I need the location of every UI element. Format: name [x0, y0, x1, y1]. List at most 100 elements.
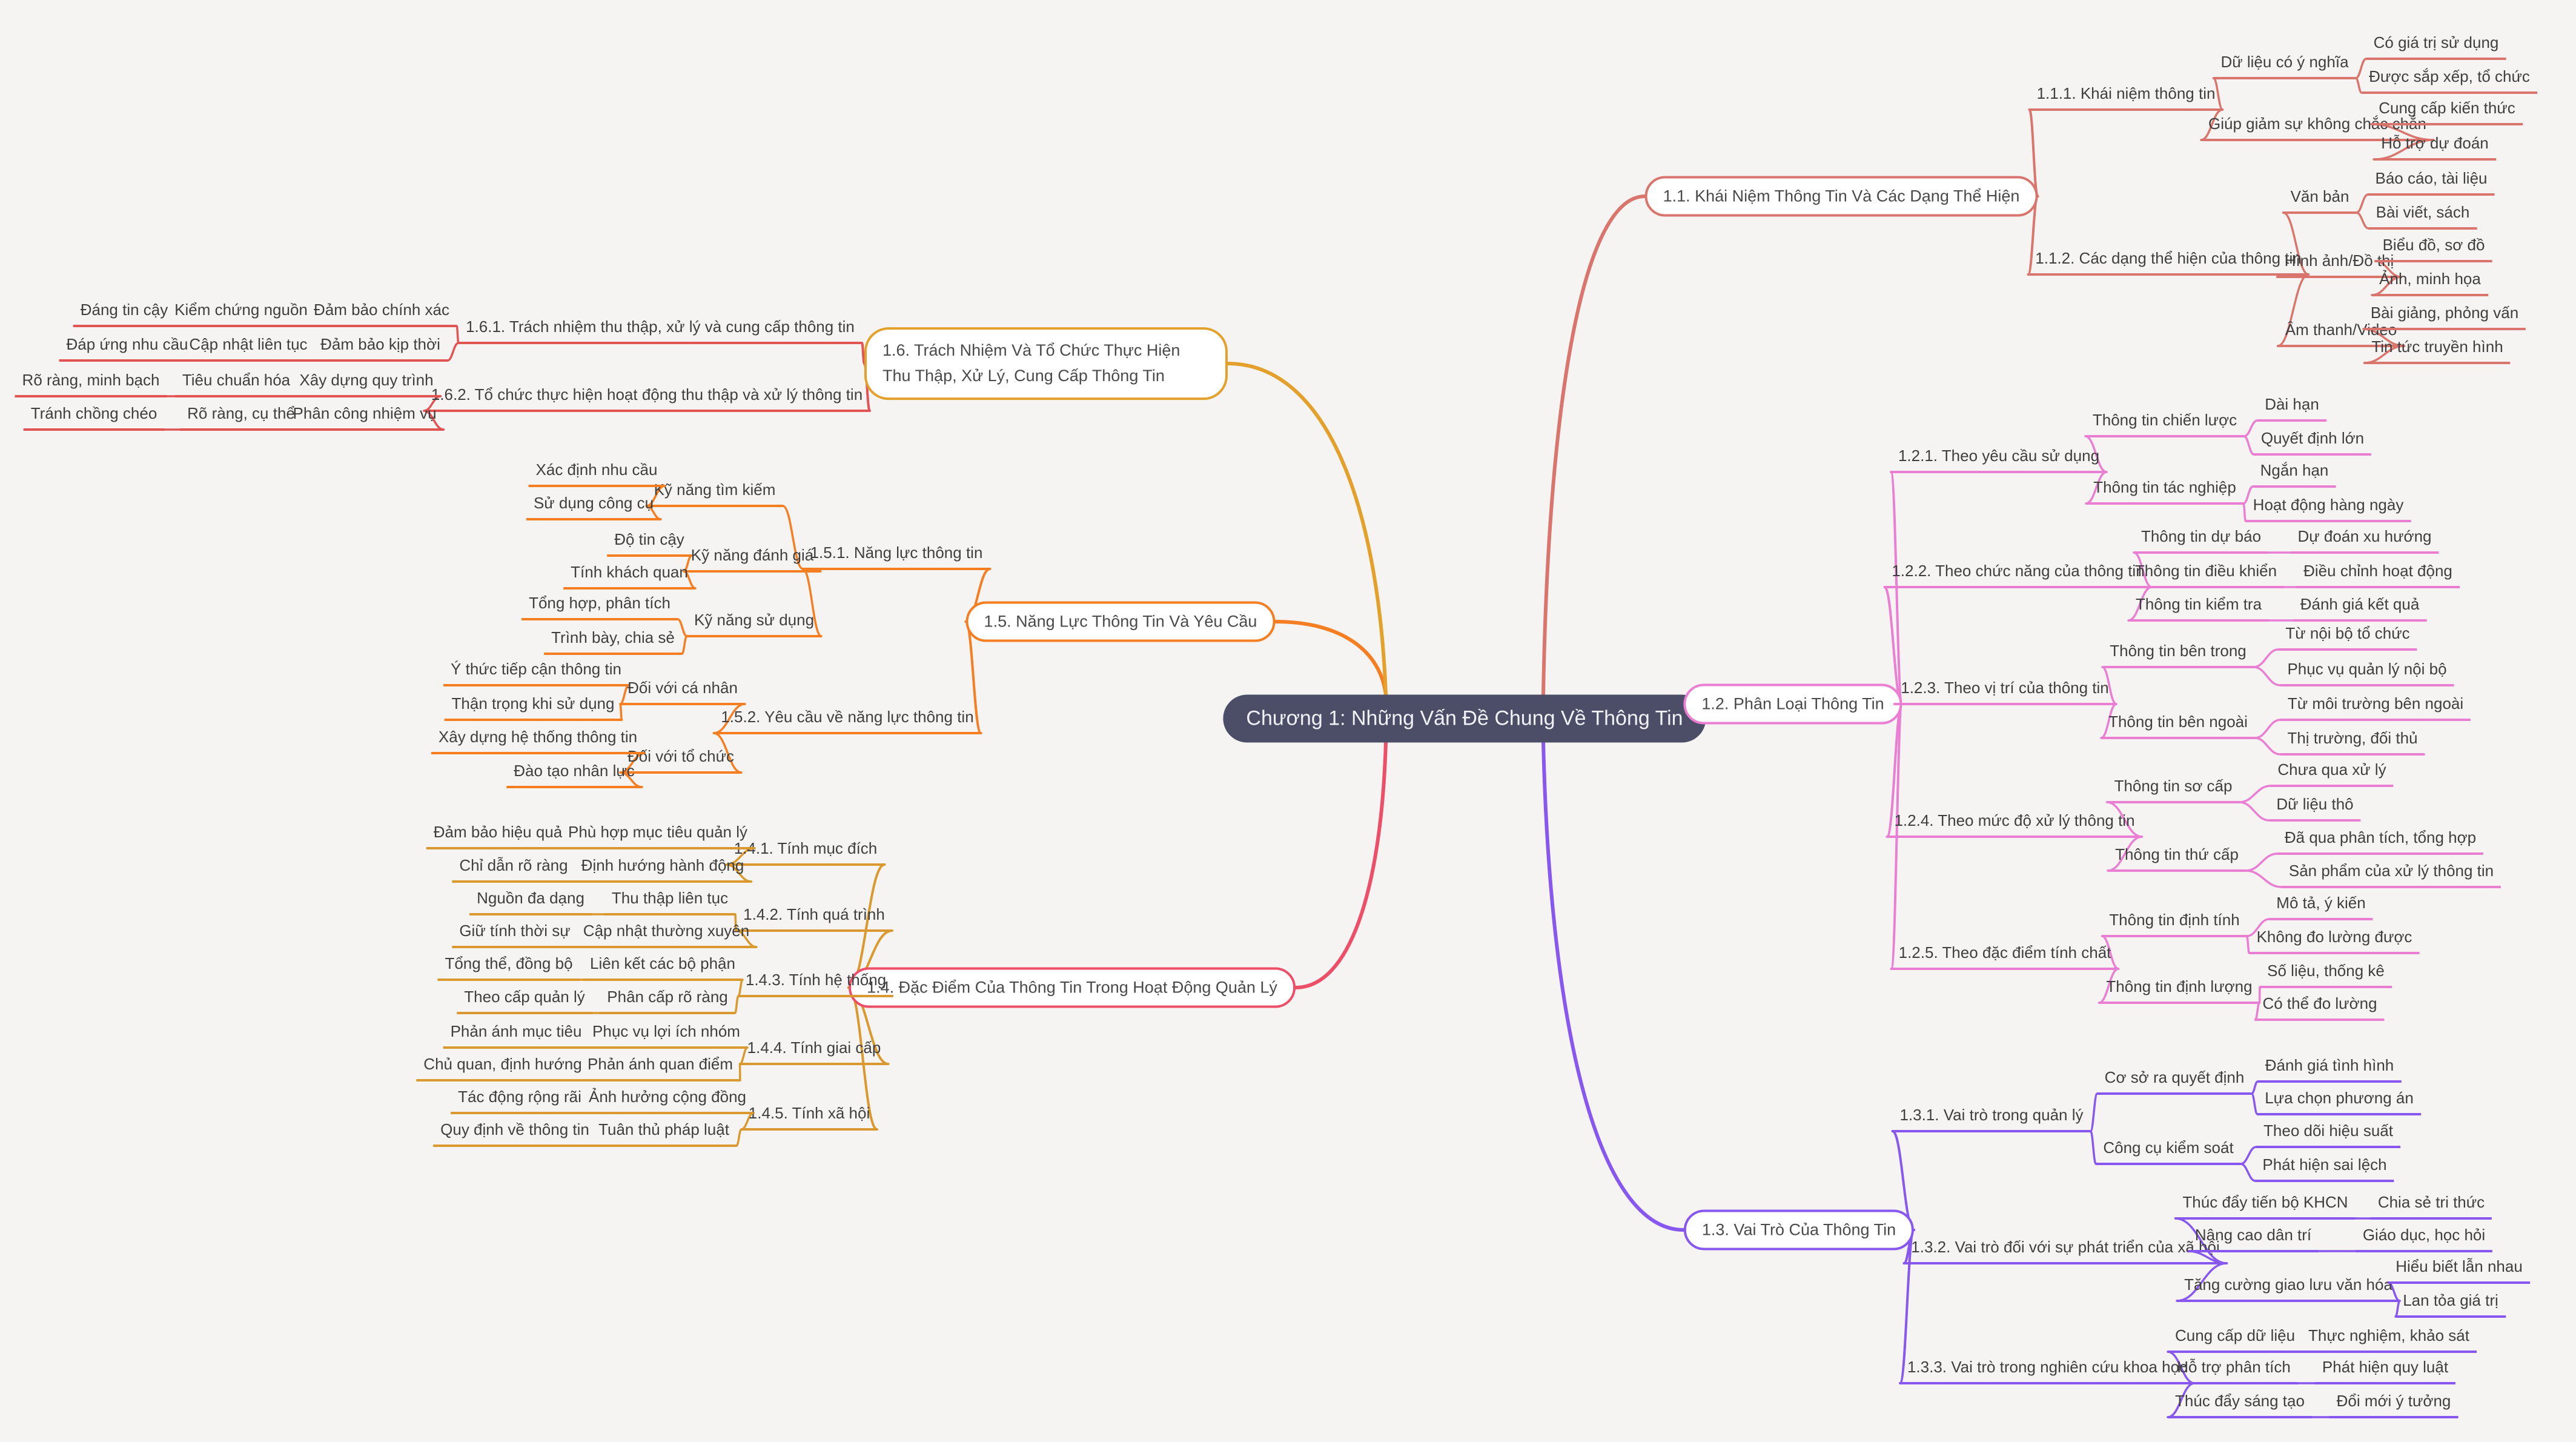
topic-label[interactable]: Chia sẻ tri thức [2370, 1192, 2492, 1220]
topic-label[interactable]: Theo dõi hiệu suất [2256, 1120, 2400, 1148]
topic-label[interactable]: 1.4.5. Tính xã hội [741, 1103, 878, 1131]
topic-label[interactable]: Cập nhật thường xuyên [575, 920, 757, 948]
topic-label[interactable]: Tuân thủ pháp luật [591, 1119, 737, 1147]
topic-label[interactable]: Giữ tính thời sự [452, 920, 578, 948]
topic-label[interactable]: Từ nội bộ tổ chức [2278, 623, 2417, 651]
topic-label[interactable]: Đối với tổ chức [620, 746, 742, 774]
topic-label[interactable]: Đánh giá tình hình [2257, 1055, 2402, 1083]
topic-label[interactable]: Ngắn hạn [2253, 460, 2336, 488]
topic-label[interactable]: Thúc đẩy sáng tạo [2168, 1390, 2312, 1418]
topic-label[interactable]: Phân cấp rõ ràng [600, 986, 735, 1014]
topic-label[interactable]: Thận trọng khi sử dụng [444, 693, 622, 721]
topic-label[interactable]: Chỉ dẫn rõ ràng [452, 855, 575, 883]
topic-label[interactable]: Phục vụ quản lý nội bộ [2280, 659, 2454, 686]
topic-label[interactable]: Thông tin dự báo [2133, 526, 2269, 554]
topic-label[interactable]: Số liệu, thống kê [2260, 960, 2392, 988]
topic-label[interactable]: Kỹ năng tìm kiếm [646, 479, 783, 507]
topic-label[interactable]: Kỹ năng sử dụng [686, 610, 822, 637]
topic-label[interactable]: Ảnh, minh họa [2372, 268, 2488, 296]
topic-label[interactable]: Từ môi trường bên ngoài [2280, 693, 2471, 721]
topic-label[interactable]: Có thể đo lường [2255, 993, 2385, 1021]
topic-label[interactable]: Sử dụng công cụ [526, 493, 661, 520]
topic-label[interactable]: Thông tin định lượng [2099, 976, 2260, 1004]
topic-label[interactable]: 1.5.2. Yêu cầu về năng lực thông tin [714, 706, 981, 734]
central-topic[interactable]: Chương 1: Những Vấn Đề Chung Về Thông Ti… [1223, 694, 1706, 743]
topic-label[interactable]: Có giá trị sử dụng [2366, 32, 2506, 60]
topic-label[interactable]: 1.2.2. Theo chức năng của thông tin [1884, 560, 2152, 588]
topic-label[interactable]: Nguồn đa dạng [469, 888, 592, 915]
main-topic-1-2[interactable]: 1.2. Phân Loại Thông Tin [1683, 683, 1902, 725]
topic-label[interactable]: 1.6.2. Tổ chức thực hiện hoạt động thu t… [423, 384, 870, 412]
topic-label[interactable]: Hiểu biết lẫn nhau [2388, 1256, 2530, 1284]
topic-label[interactable]: Thu thập liên tục [604, 888, 736, 915]
topic-label[interactable]: Đáp ứng nhu cầu [59, 334, 196, 362]
topic-label[interactable]: Đánh giá kết quả [2293, 594, 2427, 622]
topic-label[interactable]: Điều chỉnh hoạt động [2296, 560, 2460, 588]
topic-label[interactable]: 1.4.1. Tính mục đích [726, 838, 885, 866]
topic-label[interactable]: Thông tin sơ cấp [2107, 776, 2240, 803]
topic-label[interactable]: Thúc đẩy tiến bộ KHCN [2175, 1192, 2356, 1220]
topic-label[interactable]: Dữ liệu thô [2269, 794, 2361, 822]
topic-label[interactable]: Cung cấp kiến thức [2371, 98, 2523, 125]
main-topic-1-4[interactable]: 1.4. Đặc Điểm Của Thông Tin Trong Hoạt Đ… [849, 967, 1296, 1008]
topic-label[interactable]: Trình bày, chia sẻ [544, 627, 682, 655]
topic-label[interactable]: Hoạt động hàng ngày [2245, 494, 2411, 522]
topic-label[interactable]: Thực nghiệm, khảo sát [2301, 1325, 2477, 1353]
topic-label[interactable]: Dữ liệu có ý nghĩa [2213, 51, 2356, 79]
topic-label[interactable]: Xác định nhu cầu [528, 459, 665, 487]
topic-label[interactable]: Lựa chọn phương án [2257, 1088, 2421, 1115]
topic-label[interactable]: 1.1.2. Các dạng thể hiện của thông tin [2028, 248, 2309, 276]
topic-label[interactable]: Tin tức truyền hình [2364, 336, 2511, 364]
topic-label[interactable]: 1.3.2. Vai trò đối với sự phát triển của… [1904, 1237, 2227, 1264]
topic-label[interactable]: Thị trường, đối thủ [2280, 728, 2425, 756]
topic-label[interactable]: Đảm bảo chính xác [306, 299, 457, 327]
topic-label[interactable]: 1.2.3. Theo vị trí của thông tin [1893, 677, 2116, 705]
topic-label[interactable]: Thông tin định tính [2102, 909, 2247, 937]
topic-label[interactable]: Ảnh hưởng cộng đồng [581, 1086, 753, 1114]
topic-label[interactable]: Được sắp xếp, tổ chức [2362, 66, 2537, 94]
topic-label[interactable]: Phản ánh quan điểm [580, 1054, 740, 1082]
main-topic-1-5[interactable]: 1.5. Năng Lực Thông Tin Và Yêu Cầu [965, 601, 1276, 642]
topic-label[interactable]: 1.6.1. Trách nhiệm thu thập, xử lý và cu… [459, 316, 862, 344]
topic-label[interactable]: Tổng thể, đồng bộ [437, 953, 580, 981]
topic-label[interactable]: Rõ ràng, minh bạch [15, 370, 167, 397]
topic-label[interactable]: 1.5.1. Năng lực thông tin [803, 542, 990, 570]
topic-label[interactable]: Mô tả, ý kiến [2269, 892, 2373, 920]
topic-label[interactable]: Sản phẩm của xử lý thông tin [2281, 860, 2502, 888]
topic-label[interactable]: Thông tin tác nghiệp [2086, 477, 2243, 505]
topic-label[interactable]: Quyết định lớn [2253, 428, 2372, 456]
topic-label[interactable]: Phát hiện quy luật [2314, 1357, 2456, 1384]
topic-label[interactable]: Cung cấp dữ liệu [2167, 1325, 2303, 1353]
topic-label[interactable]: Thông tin điều khiển [2127, 560, 2285, 588]
topic-label[interactable]: Đảm bảo hiệu quả [426, 822, 570, 849]
topic-label[interactable]: 1.3.3. Vai trò trong nghiên cứu khoa học [1899, 1357, 2195, 1384]
topic-label[interactable]: 1.2.5. Theo đặc điểm tính chất [1891, 942, 2119, 970]
topic-label[interactable]: Phù hợp mục tiêu quản lý [560, 822, 755, 849]
topic-label[interactable]: Bài viết, sách [2368, 202, 2477, 230]
topic-label[interactable]: Tiêu chuẩn hóa [174, 370, 298, 397]
topic-label[interactable]: Thông tin kiểm tra [2128, 594, 2270, 622]
main-topic-1-1[interactable]: 1.1. Khái Niệm Thông Tin Và Các Dạng Thể… [1644, 176, 2038, 217]
topic-label[interactable]: Thông tin bên trong [2102, 640, 2254, 668]
topic-label[interactable]: Phản ánh mục tiêu [443, 1021, 589, 1049]
topic-label[interactable]: Công cụ kiểm soát [2096, 1137, 2241, 1165]
topic-label[interactable]: Đã qua phân tích, tổng hợp [2277, 827, 2484, 855]
topic-label[interactable]: Cơ sở ra quyết định [2097, 1067, 2252, 1095]
topic-label[interactable]: Xây dựng quy trình [292, 370, 441, 397]
topic-label[interactable]: Kiểm chứng nguồn [167, 299, 315, 327]
topic-label[interactable]: Dài hạn [2257, 394, 2326, 422]
topic-label[interactable]: Rõ ràng, cụ thể [180, 403, 302, 431]
topic-label[interactable]: Ý thức tiếp cận thông tin [443, 659, 629, 686]
topic-label[interactable]: 1.2.4. Theo mức độ xử lý thông tin [1887, 810, 2142, 838]
topic-label[interactable]: Phân công nhiệm vụ [285, 403, 444, 431]
topic-label[interactable]: Độ tin cậy [607, 529, 692, 557]
topic-label[interactable]: Cập nhật liên tục [182, 334, 315, 362]
topic-label[interactable]: Thông tin chiến lược [2085, 410, 2245, 437]
topic-label[interactable]: Bài giảng, phỏng vấn [2363, 302, 2526, 330]
topic-label[interactable]: Đào tạo nhân lực [506, 760, 642, 788]
topic-label[interactable]: Lan tỏa giá trị [2396, 1290, 2506, 1318]
topic-label[interactable]: Hỗ trợ dự đoán [2374, 133, 2496, 161]
topic-label[interactable]: Đối với cá nhân [620, 677, 745, 705]
main-topic-1-6[interactable]: 1.6. Trách Nhiệm Và Tổ Chức Thực Hiện Th… [864, 327, 1228, 400]
